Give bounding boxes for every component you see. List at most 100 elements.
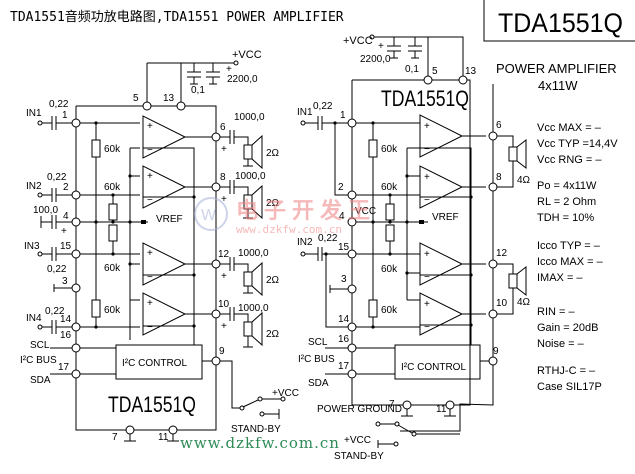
amplifier-icon: +− (419, 165, 486, 209)
svg-text:0,22: 0,22 (47, 172, 67, 183)
spec-line: Noise = – (537, 338, 585, 350)
svg-text:IN2: IN2 (26, 181, 42, 192)
svg-text:8: 8 (220, 172, 226, 183)
svg-text:+: + (221, 271, 227, 282)
svg-text:9: 9 (493, 346, 499, 357)
resistor-icon (368, 139, 378, 158)
svg-text:0,22: 0,22 (313, 101, 333, 112)
svg-text:13: 13 (465, 66, 477, 77)
svg-text:3: 3 (62, 276, 68, 287)
speaker-icon (243, 321, 253, 337)
svg-text:14: 14 (338, 314, 350, 325)
svg-text:10: 10 (496, 298, 508, 309)
resistor-icon (368, 299, 378, 318)
resistor-icon (385, 224, 395, 242)
input-in3: IN3 15 0,22 (24, 241, 81, 275)
svg-text:0,22: 0,22 (45, 306, 65, 317)
right-chip-label: TDA1551Q (381, 86, 469, 111)
resistor-label: 60k (104, 182, 121, 193)
svg-text:+: + (147, 298, 153, 309)
svg-text:2: 2 (338, 182, 344, 193)
svg-text:12: 12 (496, 248, 508, 259)
right-i2c-control-label: I²C CONTROL (401, 362, 466, 373)
spec-line: Po = 4x11W (537, 180, 597, 192)
left-chip-outline (75, 105, 217, 431)
svg-text:12: 12 (218, 249, 230, 260)
spec-subtitle: POWER AMPLIFIER (496, 61, 617, 76)
svg-text:16: 16 (338, 334, 350, 345)
spec-line: Icco MAX = – (537, 256, 604, 268)
amplifier-icon: +− (419, 242, 486, 286)
svg-text:1000,0: 1000,0 (238, 303, 269, 314)
standby-switch[interactable] (242, 399, 259, 408)
svg-text:14: 14 (60, 314, 72, 325)
spec-line: Gain = 20dB (537, 322, 598, 334)
svg-text:4: 4 (339, 211, 345, 222)
pin4-cap: 100,0 4 + (33, 205, 81, 237)
resistor-label: 60k (381, 182, 398, 193)
pin3: 3 (53, 276, 81, 293)
specs-panel: POWER AMPLIFIER 4x11W Vcc MAX = – Vcc TY… (496, 61, 618, 393)
spec-line: Vcc RNG = – (537, 154, 602, 166)
left-i2c-control-block (115, 344, 203, 380)
resistor-label: 60k (381, 264, 398, 275)
svg-text:+: + (221, 194, 227, 205)
standby-vcc-label: +VCC (344, 435, 371, 446)
resistor-label: 60k (104, 144, 121, 155)
svg-text:6: 6 (220, 122, 226, 133)
right-i2c-control-block (394, 344, 481, 380)
right-sda-label: SDA (308, 378, 329, 389)
left-scl-label: SCL (30, 340, 50, 351)
standby-vcc-label: +VCC (272, 388, 299, 399)
right-circuit: TDA1551Q +VCC + 2200,0 0,1 5 13 IN1 0,22… (297, 34, 531, 462)
svg-text:VCC: VCC (355, 206, 376, 217)
svg-text:+: + (424, 121, 430, 132)
watermark-logo-icon (194, 197, 228, 231)
svg-text:+: + (424, 249, 430, 260)
svg-text:+: + (147, 121, 153, 132)
svg-text:IN2: IN2 (297, 237, 313, 248)
standby-switch[interactable] (397, 424, 413, 434)
vref-label: VREF (156, 214, 183, 225)
vref-arrow-icon (419, 220, 424, 224)
svg-text:+: + (424, 172, 430, 183)
svg-text:−: − (147, 195, 153, 206)
svg-text:2200,0: 2200,0 (360, 54, 391, 65)
resistor-label: 60k (104, 305, 121, 316)
left-i2c-control-label: I²C CONTROL (122, 358, 187, 369)
resistor-icon (108, 224, 118, 242)
pin-label: 13 (163, 93, 175, 104)
svg-text:11: 11 (436, 404, 447, 415)
svg-text:17: 17 (338, 361, 350, 372)
watermark: W 电子开发王 www.dzkfw.com.cn (194, 197, 370, 236)
svg-text:−: − (147, 272, 153, 283)
speaker-icon (243, 144, 253, 160)
footer-url[interactable]: www.dzkfw.com.cn (180, 434, 340, 452)
vref-label: VREF (432, 212, 459, 223)
svg-text:W: W (201, 207, 217, 224)
svg-text:16: 16 (60, 330, 72, 341)
svg-text:2Ω: 2Ω (266, 198, 280, 209)
left-i2c-bus-label: I²C BUS (20, 355, 57, 366)
svg-text:17: 17 (58, 362, 70, 373)
svg-text:15: 15 (60, 241, 72, 252)
svg-text:9: 9 (219, 346, 225, 357)
spec-line: TDH = 10% (537, 212, 594, 224)
svg-text:0,22: 0,22 (318, 233, 338, 244)
speaker-icon (497, 263, 527, 315)
svg-text:+: + (221, 321, 227, 332)
svg-text:11: 11 (158, 432, 169, 443)
left-sda-label: SDA (30, 375, 51, 386)
spec-line: IMAX = – (537, 272, 583, 284)
load-label: 4Ω (517, 175, 531, 186)
resistor-icon (108, 203, 118, 221)
svg-text:6: 6 (496, 120, 502, 131)
spec-power: 4x11W (538, 78, 578, 93)
svg-text:0,22: 0,22 (49, 99, 69, 110)
svg-text:0,22: 0,22 (47, 264, 67, 275)
svg-text:1: 1 (62, 110, 68, 121)
amplifier-icon: +− (142, 242, 212, 286)
watermark-url: www.dzkfw.com.cn (236, 223, 342, 236)
input-in2: IN2 0,22 2 (26, 172, 81, 202)
svg-text:+: + (221, 144, 227, 155)
